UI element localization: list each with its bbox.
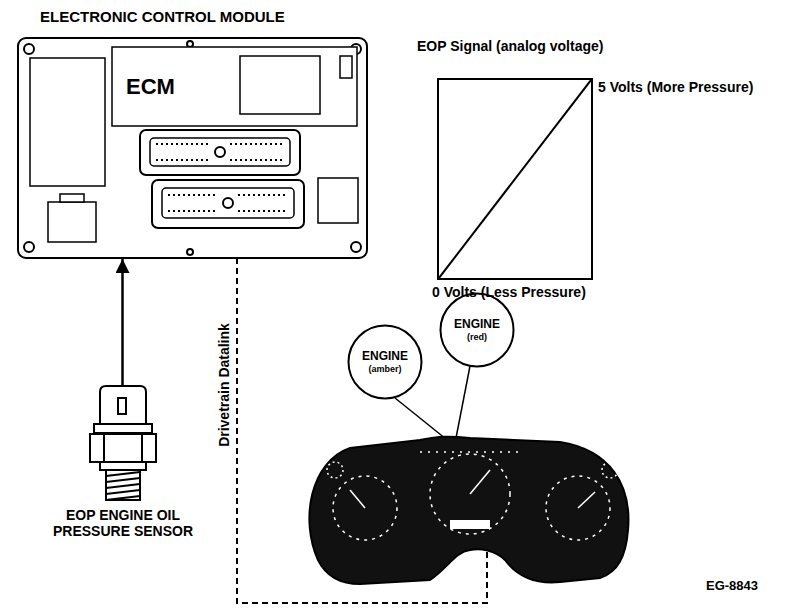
lamp-color: (red)	[467, 332, 487, 343]
oil-pressure-sensor: EOP ENGINE OIL PRESSURE SENSOR	[85, 385, 160, 502]
lamp-label: ENGINE	[362, 349, 408, 363]
connector-pins	[156, 144, 288, 211]
signal-graph: EOP Signal (analog voltage)	[437, 78, 593, 280]
instrument-cluster	[309, 437, 628, 584]
ecm-module: ELECTRONIC CONTROL MODULEECM	[18, 38, 367, 258]
signal-arrow	[121, 259, 124, 385]
datalink-label: Drivetrain Datalink	[216, 323, 232, 447]
lamp-label: ENGINE	[454, 317, 500, 331]
figure-number: EG-8843	[706, 578, 758, 593]
lamp-color: (amber)	[368, 364, 401, 375]
min-voltage-label: 0 Volts (Less Pressure)	[432, 284, 586, 300]
ecm-housing	[18, 38, 367, 258]
max-voltage-label: 5 Volts (More Pressure)	[598, 79, 753, 95]
odometer-display	[450, 520, 490, 529]
callout-text-holder: ENGINE(amber)	[347, 324, 423, 400]
module-label: ECM	[126, 74, 175, 99]
amber-lamp-callout: ENGINE(amber)	[347, 324, 423, 400]
cluster-gauges	[327, 452, 618, 540]
sensor-body	[90, 386, 156, 500]
signal-line	[439, 80, 591, 278]
graph-title: EOP Signal (analog voltage)	[417, 38, 603, 54]
module-title: ELECTRONIC CONTROL MODULE	[40, 8, 285, 25]
red-lamp-callout: ENGINE(red)	[439, 292, 515, 368]
callout-text-holder: ENGINE(red)	[439, 292, 515, 368]
sensor-label: EOP ENGINE OIL PRESSURE SENSOR	[33, 507, 213, 539]
